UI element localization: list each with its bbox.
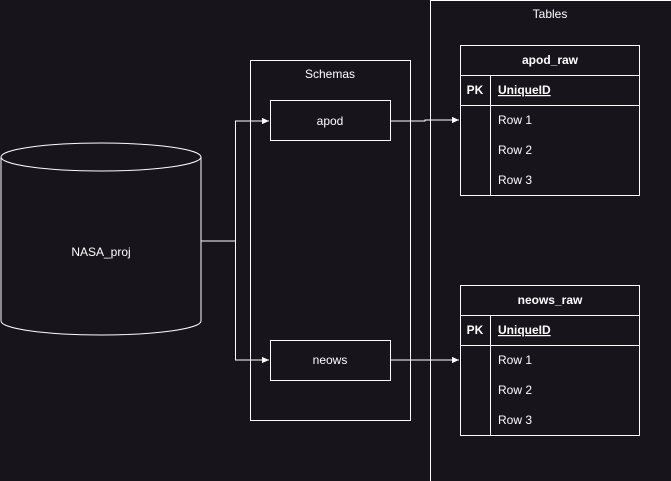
table-apod-raw[interactable] xyxy=(460,45,640,196)
schema-label-apod: apod xyxy=(317,114,344,128)
table-row-neows-raw-2: Row 2 xyxy=(498,383,532,397)
table-pk-field-apod-raw: UniqueID xyxy=(498,83,551,97)
table-neows-raw[interactable] xyxy=(460,285,640,436)
table-row-neows-raw-1: Row 1 xyxy=(498,353,532,367)
tables-container[interactable] xyxy=(430,0,671,481)
table-pk-label-neows-raw: PK xyxy=(467,323,484,337)
table-row-apod-raw-3: Row 3 xyxy=(498,173,532,187)
table-row-apod-raw-2: Row 2 xyxy=(498,143,532,157)
table-pk-label-apod-raw: PK xyxy=(467,83,484,97)
database-cylinder[interactable] xyxy=(0,142,202,336)
schema-box-neows[interactable] xyxy=(270,340,391,381)
schemas-container-title: Schemas xyxy=(305,67,355,81)
schema-label-neows: neows xyxy=(313,353,348,367)
table-name-apod-raw: apod_raw xyxy=(522,53,579,67)
database-label: NASA_proj xyxy=(71,245,130,259)
connector-apod-to-apod-raw xyxy=(390,116,459,124)
table-pk-field-neows-raw: UniqueID xyxy=(498,323,551,337)
connector-database-to-schemas xyxy=(201,117,269,364)
schema-box-apod[interactable] xyxy=(270,100,391,141)
schemas-container[interactable] xyxy=(250,60,411,421)
table-row-neows-raw-3: Row 3 xyxy=(498,413,532,427)
table-name-neows-raw: neows_raw xyxy=(518,293,583,307)
tables-container-title: Tables xyxy=(533,7,568,21)
table-row-apod-raw-1: Row 1 xyxy=(498,113,532,127)
